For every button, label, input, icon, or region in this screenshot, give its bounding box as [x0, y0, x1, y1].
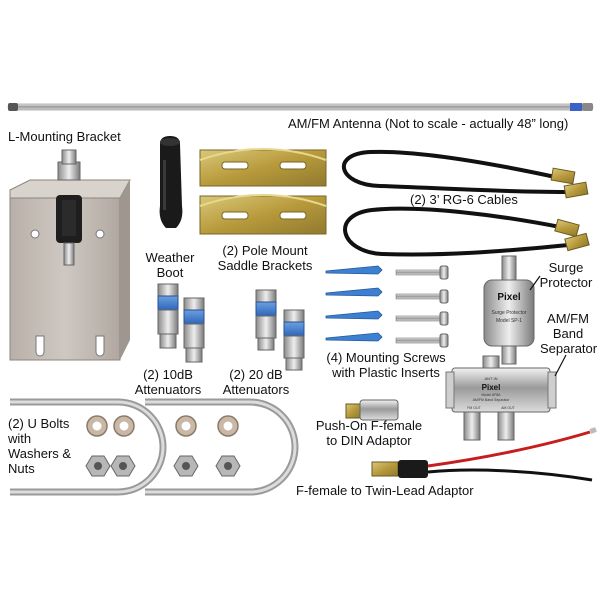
band-sep-label-line: AM/FM — [547, 311, 589, 326]
antenna — [7, 103, 594, 111]
mounting-screws — [395, 265, 449, 348]
sep-ant-in-text: ANT IN — [484, 376, 497, 381]
att20-label-line: (2) 20 dB — [229, 367, 283, 382]
l-mounting-bracket — [9, 149, 131, 361]
washers — [86, 415, 239, 437]
attenuators-20db — [255, 289, 305, 371]
antenna-label: AM/FM Antenna (Not to scale - actually 4… — [288, 116, 569, 131]
u-bolts — [10, 398, 299, 496]
din-label-line: to DIN Adaptor — [326, 433, 412, 448]
surge-protector: Pixel Surge Protector Model SP-1 — [483, 255, 535, 365]
band-sep-label-line: Band — [552, 326, 584, 341]
sep-brand-text: Pixel — [482, 383, 501, 392]
saddle-label-line: Saddle Brackets — [217, 258, 313, 273]
att10-label-line: Attenuators — [134, 382, 202, 397]
surge-protector-label: Surge Protector — [536, 260, 596, 290]
u-bolts-label: (2) U Bolts with Washers & Nuts — [8, 416, 71, 476]
weather-boot-label-line: Boot — [156, 265, 184, 280]
band-separator: ANT IN Pixel Model AF8A AM/FM Band Separ… — [445, 355, 557, 441]
sep-fm-out-text: FM OUT — [467, 406, 481, 410]
surge-model-number: Model SP-1 — [496, 318, 522, 324]
saddle-bracket-bottom — [199, 194, 327, 235]
din-label-line: Push-On F-female — [315, 418, 423, 433]
u-bolts-label-line: Nuts — [8, 461, 35, 476]
screws-label-line: with Plastic Inserts — [332, 365, 440, 380]
attenuators-20db-label: (2) 20 dB Attenuators — [216, 367, 296, 397]
rg6-cables — [341, 149, 590, 257]
sep-model-text: Model AF8A — [481, 393, 501, 397]
band-separator-label: AM/FM Band Separator — [540, 311, 598, 356]
twin-lead-label: F-female to Twin-Lead Adaptor — [296, 483, 474, 498]
screws-label-line: (4) Mounting Screws — [326, 350, 446, 365]
weather-boot — [159, 136, 183, 228]
l-bracket-label: L-Mounting Bracket — [8, 129, 121, 144]
sep-desc-text: AM/FM Band Separator — [473, 398, 511, 402]
weather-boot-label: Weather Boot — [140, 250, 200, 280]
u-bolts-label-line: Washers & — [8, 446, 72, 461]
screws-label: (4) Mounting Screws with Plastic Inserts — [316, 350, 456, 380]
saddle-label-line: (2) Pole Mount — [222, 243, 308, 258]
attenuators-10db — [157, 283, 205, 363]
surge-label-line: Protector — [539, 275, 593, 290]
nuts — [85, 455, 241, 477]
u-bolts-label-line: with — [8, 431, 32, 446]
u-bolts-label-line: (2) U Bolts — [8, 416, 70, 431]
din-adaptor-label: Push-On F-female to DIN Adaptor — [310, 418, 428, 448]
att20-label-line: Attenuators — [222, 382, 290, 397]
plastic-inserts — [325, 265, 383, 342]
twin-lead-adaptor — [371, 427, 597, 482]
cables-label: (2) 3’ RG-6 Cables — [410, 192, 518, 207]
surge-model-text: Surge Protector — [491, 310, 526, 316]
attenuators-10db-label: (2) 10dB Attenuators — [130, 367, 206, 397]
surge-label-line: Surge — [548, 260, 584, 275]
weather-boot-label-line: Weather — [145, 250, 195, 265]
saddle-brackets-label: (2) Pole Mount Saddle Brackets — [205, 243, 325, 273]
band-sep-label-line: Separator — [540, 341, 598, 356]
sep-am-out-text: AM OUT — [501, 406, 515, 410]
surge-brand-text: Pixel — [497, 292, 521, 303]
saddle-bracket-top — [199, 148, 327, 187]
att10-label-line: (2) 10dB — [143, 367, 193, 382]
pointer-lines — [529, 275, 567, 377]
din-adaptor — [345, 399, 399, 421]
